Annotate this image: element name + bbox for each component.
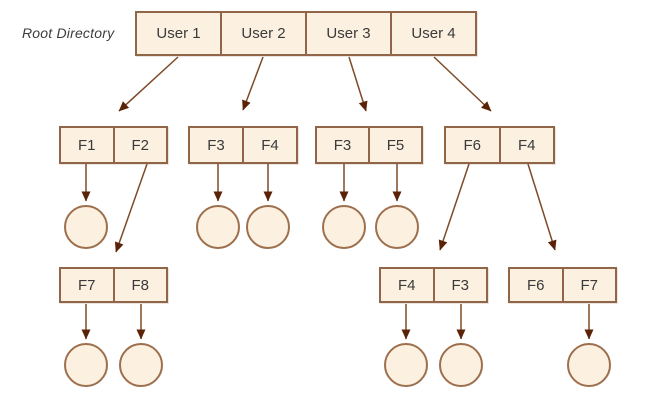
file-entry: F3 [432, 269, 487, 301]
file-entry: F3 [333, 136, 352, 154]
root-directory-label: Root Directory [22, 25, 115, 41]
user1-directory-node: F1 F2 [59, 126, 168, 164]
arrow-user3-to-f3f5 [348, 56, 368, 112]
file-entry: F4 [498, 128, 554, 162]
file-circle [246, 205, 290, 249]
file-entry: F7 [77, 276, 96, 294]
file-entry: F3 [207, 136, 225, 154]
arrow-user4-to-f6f4 [433, 56, 492, 112]
file-entry: F8 [112, 269, 167, 301]
file-entry: F5 [368, 128, 421, 162]
subdirectory-node-f7f8: F7 F8 [59, 267, 168, 303]
file-circle [439, 343, 483, 387]
arrow-f6-to-f4f3 [438, 163, 470, 251]
file-entry: F1 [77, 136, 96, 154]
arrow-user1-to-f1f2 [118, 56, 179, 112]
file-circle [119, 343, 163, 387]
file-circle [567, 343, 611, 387]
file-entry: F2 [112, 128, 167, 162]
arrow-f2-to-f7f8 [114, 163, 148, 253]
file-circle [322, 205, 366, 249]
dir-entry-user2: User 2 [220, 13, 305, 54]
user4-directory-node: F6 F4 [444, 126, 555, 164]
file-circle [64, 205, 108, 249]
root-directory-node: User 1 User 2 User 3 User 4 [135, 11, 477, 56]
file-circle [64, 343, 108, 387]
arrow-f4b-to-f6f7 [527, 163, 557, 251]
subdirectory-node-f6f7: F6 F7 [508, 267, 617, 303]
arrow-user2-to-f3f4 [242, 56, 264, 111]
user2-directory-node: F3 F4 [188, 126, 298, 164]
file-circle [196, 205, 240, 249]
dir-entry-user1: User 1 [156, 25, 201, 42]
file-circle [375, 205, 419, 249]
file-entry: F6 [463, 136, 481, 154]
file-circle [384, 343, 428, 387]
dir-entry-user4: User 4 [390, 13, 475, 54]
file-entry: F6 [526, 276, 545, 294]
file-entry: F4 [242, 128, 296, 162]
subdirectory-node-f4f3: F4 F3 [379, 267, 488, 303]
file-entry: F4 [397, 276, 416, 294]
dir-entry-user3: User 3 [305, 13, 390, 54]
user3-directory-node: F3 F5 [315, 126, 423, 164]
file-entry: F7 [561, 269, 616, 301]
